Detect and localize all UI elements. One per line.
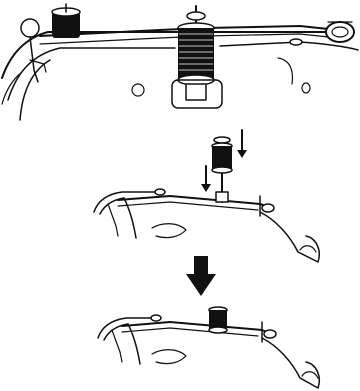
- spool-holder: [186, 84, 206, 100]
- middle-spool-pin-base: [216, 192, 228, 202]
- middle-right-knob: [262, 204, 274, 212]
- middle-right-hole: [300, 246, 316, 252]
- bottom-right-hole: [302, 372, 318, 378]
- machine-top-inner-edge: [8, 48, 175, 100]
- bottom-body-hole: [152, 350, 186, 364]
- body-hole-left: [132, 84, 144, 96]
- bottom-body-front: [128, 324, 140, 364]
- bottom-bracket: [112, 330, 122, 362]
- arrow-down-icon: [201, 166, 211, 192]
- panel-top: [2, 4, 358, 120]
- machine-top-edge: [2, 32, 330, 78]
- guide-screw: [290, 39, 302, 45]
- panel-bottom: [98, 307, 319, 388]
- panel-middle: [94, 130, 319, 262]
- body-right-curve: [278, 58, 292, 84]
- middle-guide-screw: [155, 189, 165, 195]
- machine-top-right-edge: [220, 42, 358, 50]
- arrow-down-bold-icon: [186, 256, 216, 296]
- middle-body-hole: [152, 224, 186, 238]
- bottom-spool-bottom-disc: [209, 327, 227, 333]
- middle-thread-rail: [118, 196, 272, 208]
- bobbin-winder-knob: [21, 19, 39, 37]
- arrow-down-icon: [237, 130, 247, 158]
- middle-thread-rail-lower: [118, 202, 258, 210]
- tension-disc-outer: [326, 22, 354, 42]
- spool-thread-body: [178, 28, 214, 80]
- middle-spool-bottom-disc: [212, 167, 232, 173]
- middle-body-front: [124, 198, 136, 238]
- bottom-thread-rail: [122, 322, 272, 334]
- body-hole-right: [302, 83, 310, 93]
- bottom-thread-rail-lower: [122, 328, 258, 336]
- bottom-right-knob: [264, 330, 276, 338]
- bottom-right-body: [262, 338, 319, 388]
- spool-cap: [187, 12, 205, 20]
- middle-spool-cap: [214, 137, 230, 143]
- main-spool: [178, 6, 214, 100]
- tension-disc: [326, 22, 354, 42]
- bottom-guide-screw: [151, 315, 161, 321]
- middle-bracket: [108, 204, 118, 236]
- middle-right-body: [260, 212, 319, 262]
